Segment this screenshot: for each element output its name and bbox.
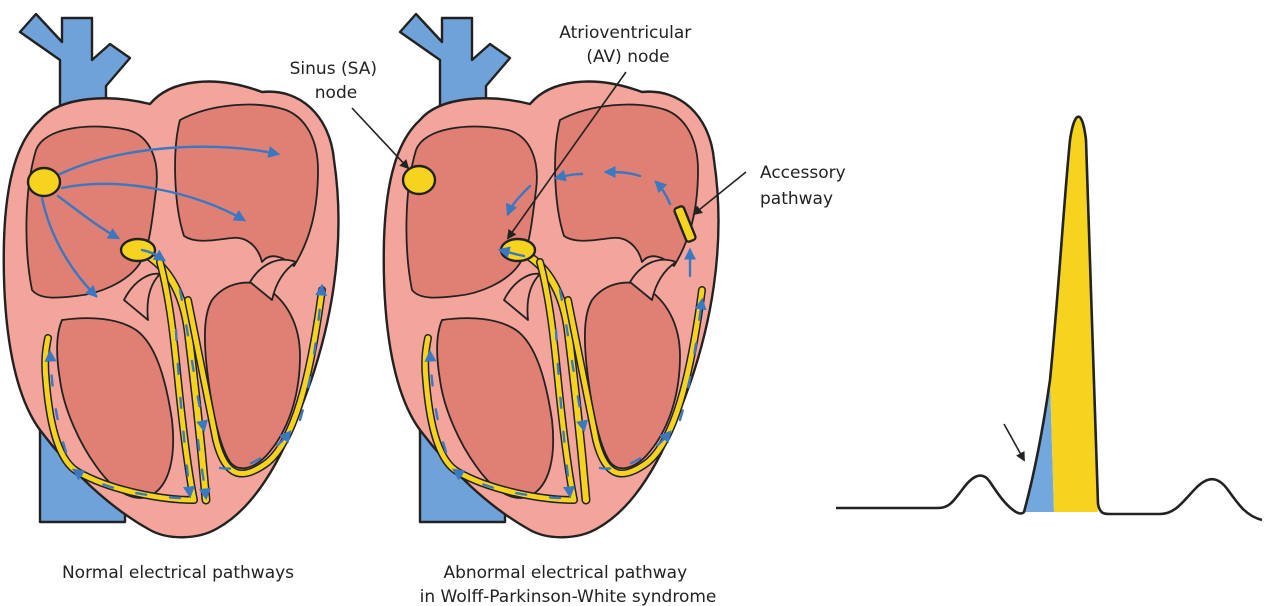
label-accessory-pathway: Accessory pathway	[760, 163, 851, 209]
caption-normal: Normal electrical pathways	[62, 563, 294, 583]
label-av-node: Atrioventricular (AV) node	[559, 23, 696, 67]
delta-wave-pointer	[1004, 424, 1024, 460]
sa-node-wpw	[403, 166, 435, 194]
wpw-heart	[352, 14, 746, 537]
label-sa-node: Sinus (SA) node	[290, 59, 383, 103]
normal-heart	[4, 14, 339, 537]
caption-abnormal: Abnormal electrical pathway in Wolff-Par…	[420, 563, 717, 606]
ecg-waveform	[836, 117, 1262, 520]
sa-node-normal	[28, 168, 60, 196]
